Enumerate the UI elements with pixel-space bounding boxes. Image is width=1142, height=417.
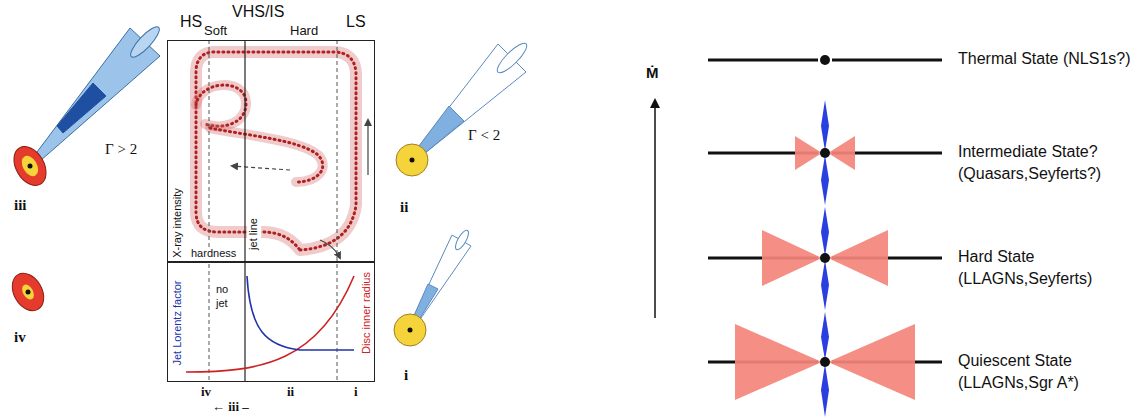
callout-number: iv [201, 384, 211, 400]
jet-illustration-iii [7, 23, 163, 191]
hardness-intensity-panel: X-ray intensity hardness jet line [167, 40, 375, 262]
hysteresis-track [196, 52, 356, 250]
hot-flows [735, 136, 915, 400]
callout-number: iv [14, 328, 26, 347]
lorentz-curve [247, 276, 354, 350]
axis-label: Ṁ [646, 64, 659, 83]
disc-illustration-iv [6, 268, 50, 317]
callout-number: ← iii – [212, 399, 249, 415]
jet-disc-panel: Jet Lorentz factor no jet Disc inner radiu… [167, 262, 375, 382]
jet-illustration-ii [396, 40, 530, 176]
axis-label: Jet Lorentz factor [171, 281, 185, 366]
thin-discs [708, 60, 942, 362]
state-label: Intermediate State? (Quasars,Seyferts?) [958, 141, 1133, 185]
line-label: jet line [247, 217, 261, 251]
axis-label: X-ray intensity [171, 188, 185, 258]
jet-illustration-i [394, 228, 471, 346]
accretion-rate-axis [654, 100, 656, 318]
callout-number: iii [14, 196, 27, 215]
state-label: Thermal State (NLS1s?) [958, 48, 1133, 70]
state-label: Hard State (LLAGNs,Seyferts) [958, 246, 1133, 290]
black-holes [820, 55, 830, 367]
lorentz-label: Γ > 2 [105, 140, 137, 159]
state-label: Quiescent State (LLAGNs,Sgr A*) [958, 350, 1133, 394]
callout-number: ii [287, 384, 294, 400]
track-arrows [232, 120, 368, 258]
callout-number: ii [400, 198, 408, 217]
axis-label: hardness [190, 247, 237, 261]
disc-radius-curve [186, 276, 354, 372]
state-dividers [209, 40, 337, 382]
state-header: VHS/IS [232, 2, 284, 22]
state-subheader: Hard [290, 23, 318, 39]
region-label: no jet [216, 283, 240, 311]
jet-spindles [821, 100, 829, 417]
callout-number: i [354, 384, 358, 400]
state-subheader: Soft [204, 23, 227, 39]
state-header: LS [346, 12, 366, 32]
lorentz-label: Γ < 2 [468, 126, 500, 145]
callout-number: i [404, 366, 408, 385]
state-header: HS [180, 12, 202, 32]
axis-label: Disc inner radius [360, 272, 374, 354]
